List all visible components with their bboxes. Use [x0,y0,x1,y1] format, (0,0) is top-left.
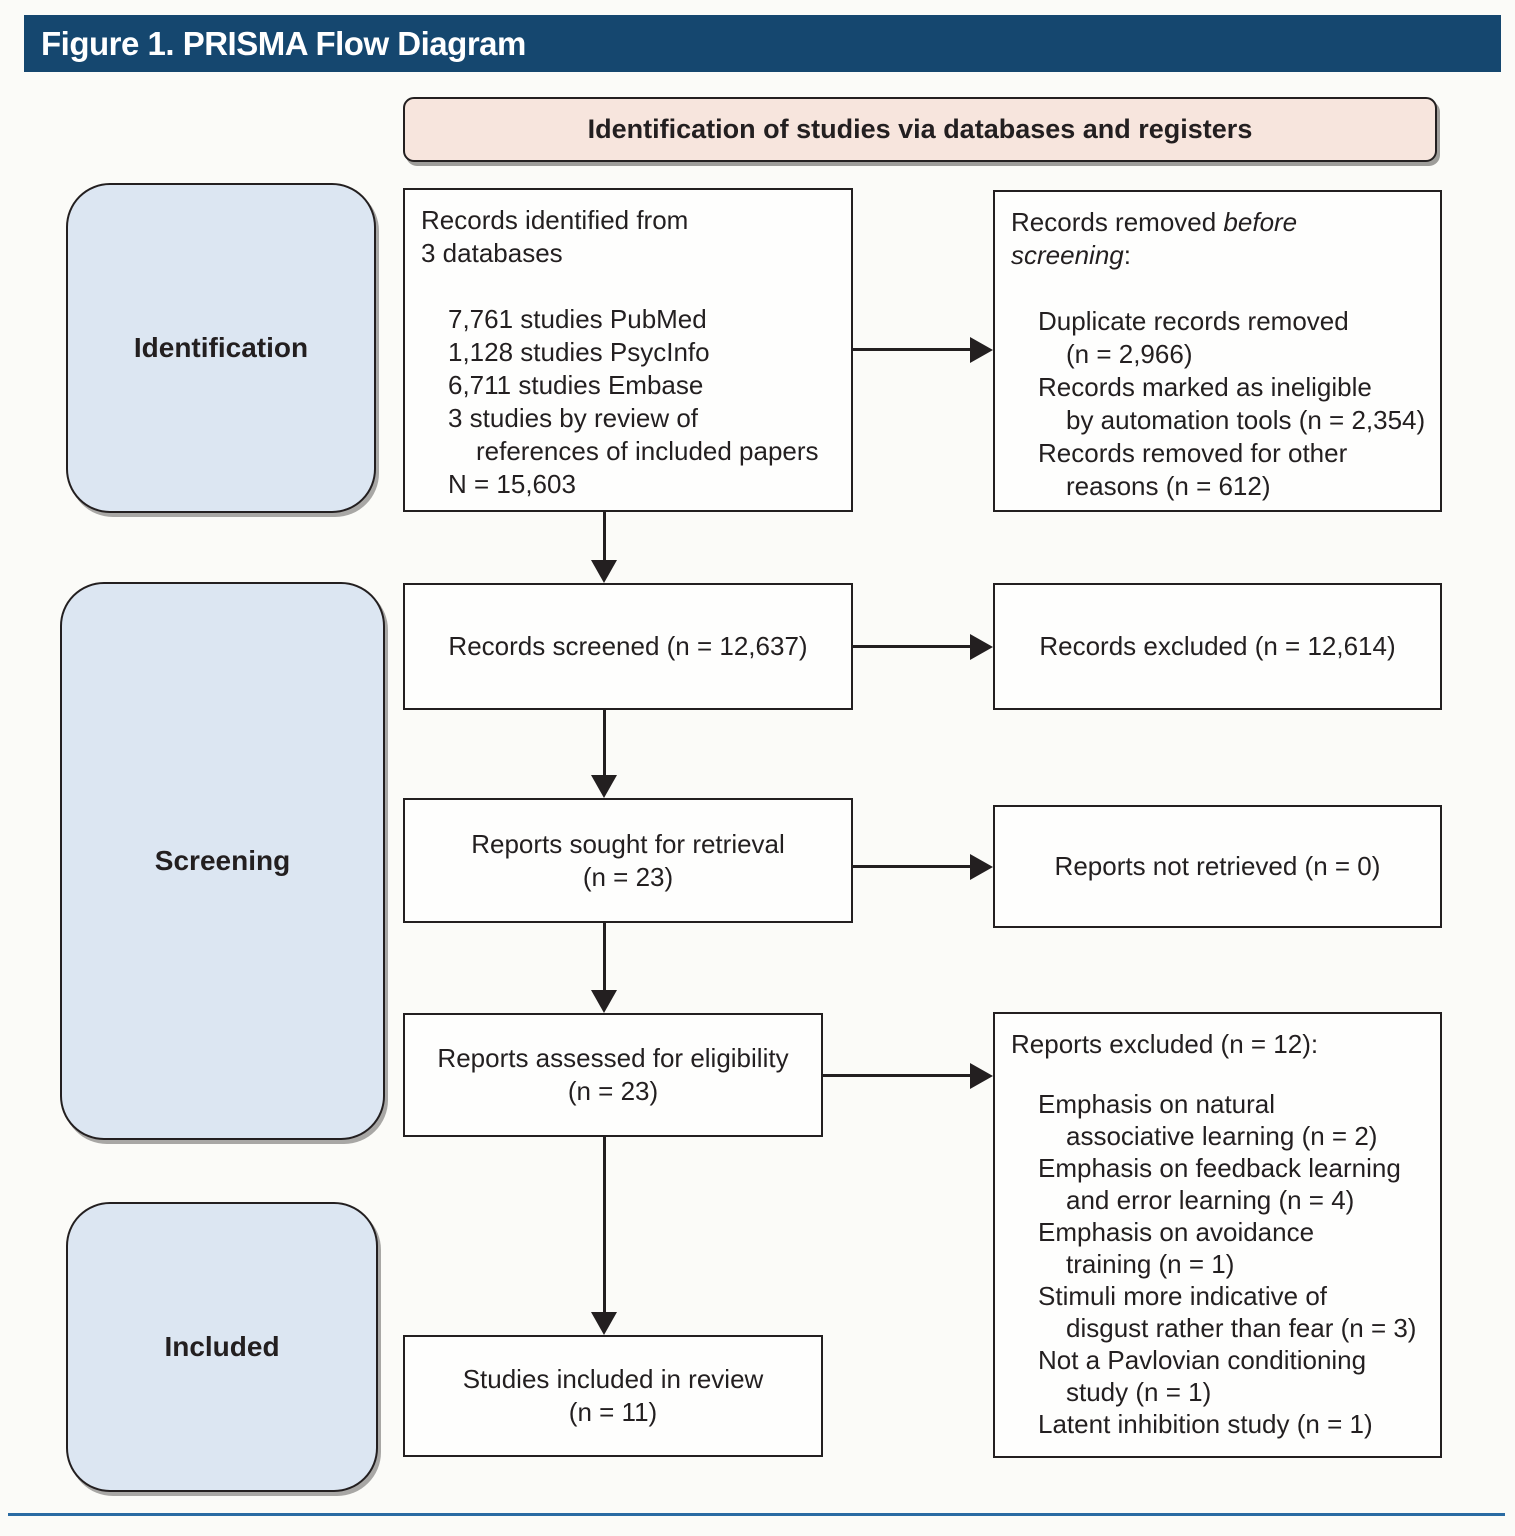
stage-identification-label: Identification [133,332,309,363]
box-reports-not-retrieved: Reports not retrieved (n = 0) [993,805,1442,928]
box-records-identified: Records identified from 3 databases 7,76… [403,188,853,512]
box-reports-excluded: Reports excluded (n = 12): Emphasis on n… [993,1012,1442,1458]
reports-excluded-line: Stimuli more indicative of [1038,1281,1327,1311]
records-identified-line: 7,761 studies PubMed [448,304,707,334]
records-removed-title-line2: screening: [1011,239,1430,272]
records-identified-line: 3 studies by review of [448,403,699,433]
stage-included-label: Included [164,1331,280,1362]
spacer [421,270,835,303]
records-identified-line: 6,711 studies Embase [448,370,704,400]
records-removed-title-line1: Records removed before [1011,206,1430,239]
records-removed-line: by automation tools (n = 2,354) [1066,405,1426,435]
reports-excluded-line: disgust rather than fear (n = 3) [1066,1313,1417,1343]
records-removed-title-roman: Records removed [1011,207,1224,237]
spacer [1011,1060,1432,1088]
reports-excluded-line: Latent inhibition study (n = 1) [1038,1409,1373,1439]
arrow-assessed-to-included-head-icon [591,1312,617,1335]
records-removed-line: reasons (n = 612) [1066,471,1271,501]
box-records-excluded: Records excluded (n = 12,614) [993,583,1442,710]
arrow-assessed-to-reportsexcluded-head-icon [970,1063,993,1089]
records-identified-line: 1,128 studies PsycInfo [448,337,710,367]
arrow-screened-to-sought-line [603,710,606,777]
arrow-screened-to-excluded-line [853,645,972,648]
reports-assessed-line2: (n = 23) [567,1076,659,1106]
records-removed-line: Duplicate records removed [1038,306,1349,336]
records-removed-title-roman2: : [1123,240,1131,270]
box-records-removed-before-screening: Records removed before screening: Duplic… [993,190,1442,512]
records-removed-line: Records removed for other [1038,438,1348,468]
records-identified-line: references of included papers [476,436,819,466]
arrow-sought-to-notretrieved-head-icon [970,854,993,880]
box-studies-included: Studies included in review (n = 11) [403,1335,823,1457]
records-identified-line: N = 15,603 [448,469,576,499]
reports-excluded-line: Emphasis on avoidance [1038,1217,1315,1247]
records-identified-title-line2: 3 databases [421,238,563,268]
reports-excluded-line: associative learning (n = 2) [1066,1121,1378,1151]
reports-excluded-line: and error learning (n = 4) [1066,1185,1355,1215]
records-identified-title-line1: Records identified from [421,205,689,235]
arrow-sought-to-notretrieved-line [853,865,972,868]
bottom-divider [8,1513,1505,1516]
reports-excluded-line: study (n = 1) [1066,1377,1212,1407]
records-removed-title-italic2: screening [1011,240,1124,270]
arrow-identified-to-removed-line [853,348,972,351]
stage-screening: Screening [60,582,385,1140]
spacer [1011,272,1430,305]
box-reports-sought: Reports sought for retrieval (n = 23) [403,798,853,923]
reports-sought-line1: Reports sought for retrieval [471,828,785,859]
records-removed-title-italic: before [1223,207,1298,237]
reports-not-retrieved-label: Reports not retrieved (n = 0) [1054,851,1381,881]
arrow-assessed-to-reportsexcluded-line [823,1074,972,1077]
reports-sought-line2: (n = 23) [582,861,674,892]
figure-title-bar: Figure 1. PRISMA Flow Diagram [24,15,1501,72]
studies-included-line2: (n = 11) [568,1397,658,1427]
stage-included: Included [66,1202,378,1492]
reports-assessed-line1: Reports assessed for eligibility [437,1043,789,1073]
stage-screening-label: Screening [154,845,291,876]
records-removed-line: Records marked as ineligible [1038,372,1372,402]
arrow-sought-to-assessed-line [603,923,606,992]
reports-excluded-title: Reports excluded (n = 12): [1011,1029,1319,1059]
reports-excluded-line: Not a Pavlovian conditioning [1038,1345,1367,1375]
arrow-screened-to-sought-head-icon [591,775,617,798]
reports-excluded-line: Emphasis on natural [1038,1089,1276,1119]
arrow-identified-to-removed-head-icon [970,337,993,363]
identification-banner: Identification of studies via databases … [403,97,1437,162]
studies-included-line1: Studies included in review [462,1364,764,1394]
box-records-screened: Records screened (n = 12,637) [403,583,853,710]
arrow-screened-to-excluded-head-icon [970,634,993,660]
arrow-assessed-to-included-line [603,1137,606,1314]
records-removed-line: (n = 2,966) [1066,339,1193,369]
stage-identification: Identification [66,183,376,513]
reports-excluded-line: training (n = 1) [1066,1249,1235,1279]
arrow-identified-to-screened-head-icon [591,560,617,583]
arrow-sought-to-assessed-head-icon [591,990,617,1013]
identification-banner-label: Identification of studies via databases … [587,114,1253,144]
records-screened-label: Records screened (n = 12,637) [448,631,808,661]
records-excluded-label: Records excluded (n = 12,614) [1039,631,1396,661]
reports-excluded-line: Emphasis on feedback learning [1038,1153,1401,1183]
box-reports-assessed: Reports assessed for eligibility (n = 23… [403,1013,823,1137]
arrow-identified-to-screened-line [603,512,606,564]
figure-title: Figure 1. PRISMA Flow Diagram [41,24,526,62]
